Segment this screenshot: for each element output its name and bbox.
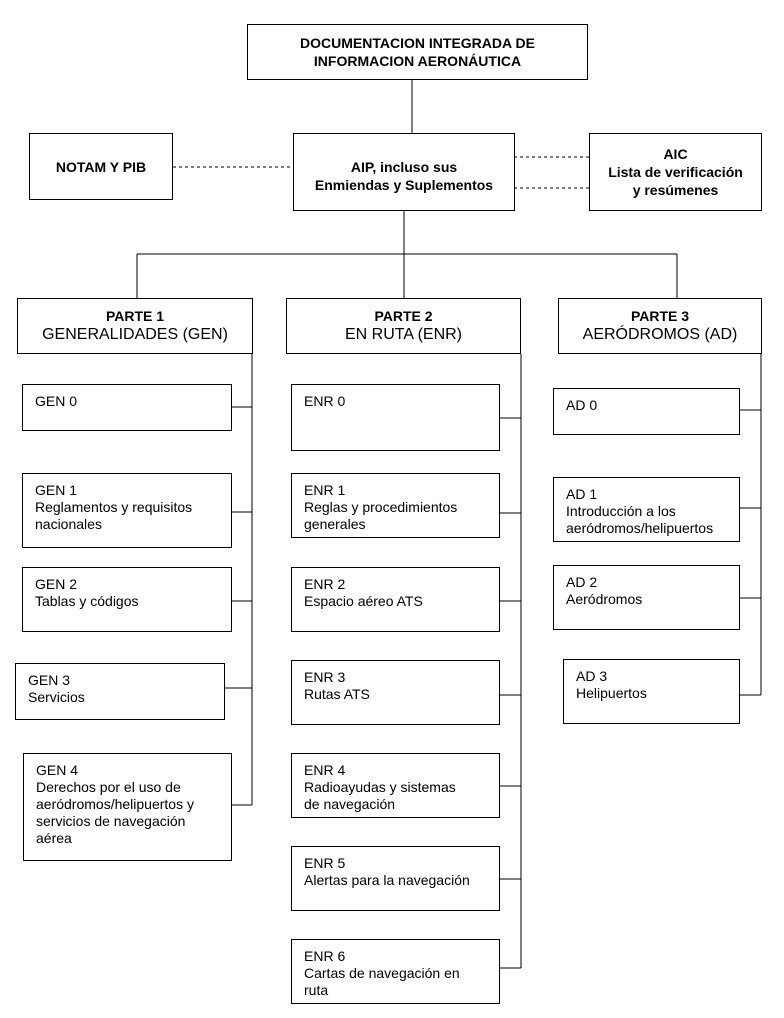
item-code: ENR 6 bbox=[304, 948, 346, 964]
part-2-title: PARTE 2 bbox=[374, 308, 433, 324]
item-text: Tablas y códigos bbox=[35, 593, 139, 609]
item-code: ENR 1 bbox=[304, 482, 346, 498]
ad-3-box: AD 3 Helipuertos bbox=[563, 659, 740, 724]
gen-1-box: GEN 1 Reglamentos y requisitos nacionale… bbox=[22, 473, 232, 548]
enr-3-box: ENR 3 Rutas ATS bbox=[291, 660, 500, 725]
part-3-title: PARTE 3 bbox=[630, 308, 690, 324]
item-text: Introducción a los bbox=[566, 503, 676, 519]
part-3-subtitle: AERÓDROMOS (AD) bbox=[582, 326, 738, 343]
item-code: GEN 3 bbox=[28, 672, 71, 688]
ad-0-box: AD 0 bbox=[553, 388, 740, 435]
enr-5-box: ENR 5 Alertas para la navegación bbox=[291, 846, 500, 911]
item-text: Alertas para la navegación bbox=[304, 872, 470, 888]
part-2-subtitle: EN RUTA (ENR) bbox=[344, 326, 463, 343]
item-text: ruta bbox=[304, 982, 329, 998]
item-code: AD 2 bbox=[566, 574, 598, 590]
item-text: de navegación bbox=[304, 796, 396, 812]
aic-line2: Lista de verificación bbox=[608, 164, 743, 180]
item-text: Derechos por el uso de bbox=[36, 779, 181, 795]
aip-line1: AIP, incluso sus bbox=[350, 159, 458, 175]
item-text: Servicios bbox=[28, 689, 85, 705]
aic-line1: AIC bbox=[663, 146, 688, 162]
gen-0-box: GEN 0 bbox=[22, 384, 232, 431]
item-text: Cartas de navegación en bbox=[304, 965, 460, 981]
aip-box: AIP, incluso sus Enmiendas y Suplementos bbox=[293, 133, 515, 211]
gen-4-box: GEN 4 Derechos por el uso de aeródromos/… bbox=[23, 753, 232, 861]
enr-1-box: ENR 1 Reglas y procedimientos generales bbox=[291, 473, 500, 538]
item-text: Reglas y procedimientos bbox=[304, 499, 458, 515]
item-code: ENR 4 bbox=[304, 762, 346, 778]
item-code: ENR 3 bbox=[304, 669, 346, 685]
item-text: aeródromos/helipuertos y bbox=[36, 796, 194, 812]
item-code: AD 1 bbox=[566, 486, 598, 502]
item-code: ENR 5 bbox=[304, 855, 346, 871]
part-3-header: PARTE 3 AERÓDROMOS (AD) bbox=[558, 298, 762, 354]
enr-6-box: ENR 6 Cartas de navegación en ruta bbox=[291, 939, 500, 1004]
item-text: generales bbox=[304, 516, 366, 532]
item-code: ENR 2 bbox=[304, 576, 346, 592]
item-code: ENR 0 bbox=[304, 393, 346, 409]
part-2-header: PARTE 2 EN RUTA (ENR) bbox=[286, 298, 521, 354]
aip-line2: Enmiendas y Suplementos bbox=[314, 177, 494, 193]
top-title-line1: DOCUMENTACION INTEGRADA DE bbox=[300, 35, 535, 51]
enr-4-box: ENR 4 Radioayudas y sistemas de navegaci… bbox=[291, 753, 500, 818]
item-code: GEN 4 bbox=[36, 762, 79, 778]
item-text: servicios de navegación bbox=[36, 813, 186, 829]
ad-2-box: AD 2 Aeródromos bbox=[553, 565, 740, 630]
item-code: AD 3 bbox=[576, 668, 608, 684]
aic-line3: y resúmenes bbox=[632, 182, 719, 198]
item-text: Reglamentos y requisitos bbox=[35, 499, 193, 515]
item-code: GEN 1 bbox=[35, 482, 78, 498]
item-code: GEN 2 bbox=[35, 576, 78, 592]
item-text: aérea bbox=[36, 830, 72, 846]
ad-1-box: AD 1 Introducción a los aeródromos/helip… bbox=[553, 477, 740, 542]
part-1-title: PARTE 1 bbox=[105, 308, 165, 324]
item-text: Radioayudas y sistemas bbox=[304, 779, 456, 795]
gen-3-box: GEN 3 Servicios bbox=[15, 663, 225, 720]
item-code: GEN 0 bbox=[35, 393, 78, 409]
top-title-line2: INFORMACION AERONÁUTICA bbox=[313, 53, 522, 69]
enr-0-box: ENR 0 bbox=[291, 384, 500, 451]
part-1-subtitle: GENERALIDADES (GEN) bbox=[42, 326, 228, 343]
aic-box: AIC Lista de verificación y resúmenes bbox=[589, 133, 762, 211]
item-text: nacionales bbox=[35, 516, 102, 532]
notam-label: NOTAM Y PIB bbox=[55, 158, 147, 175]
part-1-header: PARTE 1 GENERALIDADES (GEN) bbox=[17, 298, 253, 354]
gen-2-box: GEN 2 Tablas y códigos bbox=[22, 567, 232, 632]
item-text: Espacio aéreo ATS bbox=[304, 593, 423, 609]
item-text: Rutas ATS bbox=[304, 686, 370, 702]
item-code: AD 0 bbox=[566, 397, 598, 413]
notam-box: NOTAM Y PIB bbox=[29, 133, 173, 200]
item-text: Aeródromos bbox=[566, 591, 643, 607]
item-text: aeródromos/helipuertos bbox=[566, 520, 714, 536]
enr-2-box: ENR 2 Espacio aéreo ATS bbox=[291, 567, 500, 632]
item-text: Helipuertos bbox=[576, 685, 647, 701]
top-box: DOCUMENTACION INTEGRADA DE INFORMACION A… bbox=[247, 24, 588, 80]
